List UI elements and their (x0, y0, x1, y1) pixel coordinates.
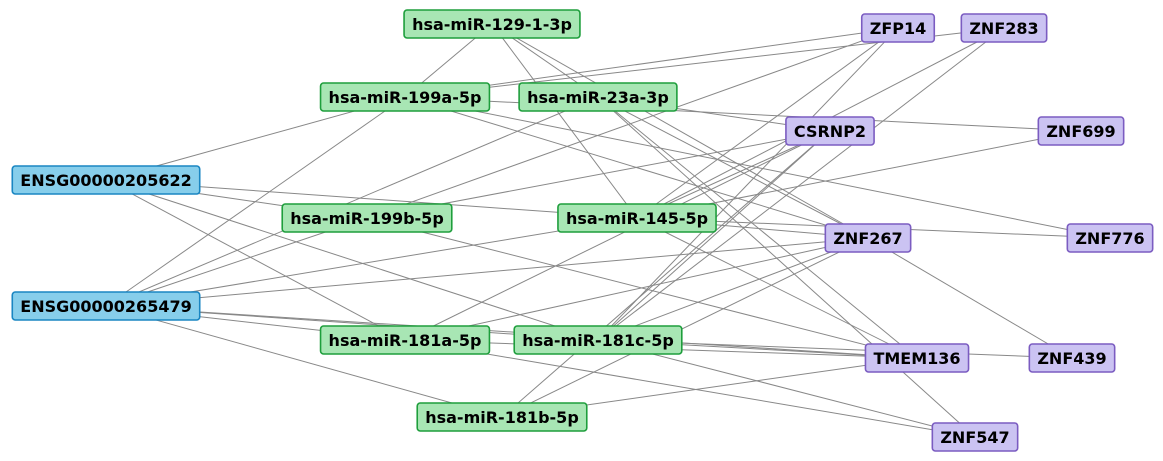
node-box (319, 325, 491, 355)
node-hsa-miR-199b-5p[interactable]: hsa-miR-199b-5p (281, 203, 453, 233)
node-box (931, 422, 1019, 452)
node-hsa-miR-181b-5p[interactable]: hsa-miR-181b-5p (416, 402, 588, 432)
edge-ENSG00000205622--hsa-miR-181c-5p (105, 179, 599, 341)
node-box (960, 13, 1048, 43)
edge-hsa-miR-199a-5p--ZNF776 (404, 96, 1111, 239)
node-hsa-miR-129-1-3p[interactable]: hsa-miR-129-1-3p (403, 9, 581, 39)
node-hsa-miR-23a-3p[interactable]: hsa-miR-23a-3p (518, 82, 678, 112)
node-label: hsa-miR-23a-3p (527, 88, 669, 107)
node-ZNF547[interactable]: ZNF547 (931, 422, 1019, 452)
node-hsa-miR-181c-5p[interactable]: hsa-miR-181c-5p (513, 325, 683, 355)
edge-ENSG00000265479--hsa-miR-23a-3p (105, 96, 599, 307)
edge-hsa-miR-129-1-3p--hsa-miR-145-5p (491, 23, 638, 219)
node-label: hsa-miR-129-1-3p (412, 15, 572, 34)
edge-ENSG00000265479--TMEM136 (105, 305, 918, 359)
node-label: ZNF283 (969, 19, 1038, 38)
edge-ENSG00000265479--hsa-miR-181b-5p (105, 305, 503, 418)
edge-hsa-miR-181c-5p--CSRNP2 (597, 130, 831, 341)
node-label: ZNF547 (940, 428, 1009, 447)
node-box (1037, 116, 1125, 146)
edge-hsa-miR-23a-3p--ZNF267 (597, 96, 869, 239)
node-box (11, 291, 201, 321)
node-box (860, 13, 936, 43)
node-box (824, 223, 912, 253)
node-hsa-miR-199a-5p[interactable]: hsa-miR-199a-5p (319, 82, 491, 112)
edge-hsa-miR-129-1-3p--ZNF267 (491, 23, 869, 239)
node-ZNF699[interactable]: ZNF699 (1037, 116, 1125, 146)
node-box (1028, 343, 1116, 373)
edge-hsa-miR-199a-5p--ZNF699 (404, 96, 1082, 132)
node-box (11, 165, 201, 195)
node-TMEM136[interactable]: TMEM136 (864, 343, 970, 373)
node-CSRNP2[interactable]: CSRNP2 (785, 116, 875, 146)
node-box (513, 325, 683, 355)
node-hsa-miR-145-5p[interactable]: hsa-miR-145-5p (557, 203, 717, 233)
edge-hsa-miR-181b-5p--CSRNP2 (501, 130, 831, 418)
edge-ENSG00000265479--ZNF267 (105, 237, 869, 307)
edge-hsa-miR-181b-5p--ZNF267 (501, 237, 869, 418)
node-box (319, 82, 491, 112)
node-label: hsa-miR-181b-5p (425, 408, 579, 427)
node-label: ZNF267 (833, 229, 902, 248)
node-ZNF776[interactable]: ZNF776 (1066, 223, 1154, 253)
node-ENSG00000265479[interactable]: ENSG00000265479 (11, 291, 201, 321)
edge-hsa-miR-199b-5p--ZFP14 (366, 27, 899, 219)
node-box (403, 9, 581, 39)
node-ZFP14[interactable]: ZFP14 (860, 13, 936, 43)
node-label: ZFP14 (870, 19, 927, 38)
node-label: hsa-miR-145-5p (566, 209, 708, 228)
edge-hsa-miR-181a-5p--CSRNP2 (404, 130, 831, 341)
edge-hsa-miR-23a-3p--ZNF547 (597, 96, 976, 438)
edge-hsa-miR-181c-5p--ZNF547 (597, 339, 976, 438)
node-label: TMEM136 (873, 349, 960, 368)
node-box (518, 82, 678, 112)
node-box (785, 116, 875, 146)
edge-hsa-miR-181a-5p--ZNF267 (404, 237, 869, 341)
edges-layer (105, 23, 1111, 438)
node-ENSG00000205622[interactable]: ENSG00000205622 (11, 165, 201, 195)
node-label: ENSG00000205622 (20, 171, 191, 190)
edge-hsa-miR-181a-5p--ZNF547 (404, 339, 976, 438)
edge-ENSG00000265479--hsa-miR-199a-5p (105, 96, 406, 307)
node-box (416, 402, 588, 432)
edge-hsa-miR-145-5p--TMEM136 (636, 217, 918, 359)
node-label: ZNF439 (1037, 349, 1106, 368)
edge-hsa-miR-181c-5p--ZFP14 (597, 27, 899, 341)
node-box (1066, 223, 1154, 253)
node-label: ZNF776 (1075, 229, 1144, 248)
edge-hsa-miR-23a-3p--TMEM136 (597, 96, 918, 359)
node-label: hsa-miR-181c-5p (522, 331, 674, 350)
node-box (557, 203, 717, 233)
node-ZNF283[interactable]: ZNF283 (960, 13, 1048, 43)
edge-hsa-miR-145-5p--ZFP14 (636, 27, 899, 219)
node-ZNF267[interactable]: ZNF267 (824, 223, 912, 253)
node-label: hsa-miR-181a-5p (329, 331, 482, 350)
node-label: ZNF699 (1046, 122, 1115, 141)
edge-ENSG00000205622--hsa-miR-181a-5p (105, 179, 406, 341)
node-ZNF439[interactable]: ZNF439 (1028, 343, 1116, 373)
node-box (281, 203, 453, 233)
node-label: ENSG00000265479 (20, 297, 191, 316)
node-label: hsa-miR-199b-5p (290, 209, 444, 228)
node-label: hsa-miR-199a-5p (329, 88, 482, 107)
edge-ZNF267--ZNF439 (867, 237, 1073, 359)
edge-hsa-miR-181c-5p--ZNF283 (597, 27, 1005, 341)
edge-hsa-miR-181c-5p--ZNF267 (597, 237, 869, 341)
node-label: CSRNP2 (794, 122, 866, 141)
node-box (864, 343, 970, 373)
node-hsa-miR-181a-5p[interactable]: hsa-miR-181a-5p (319, 325, 491, 355)
